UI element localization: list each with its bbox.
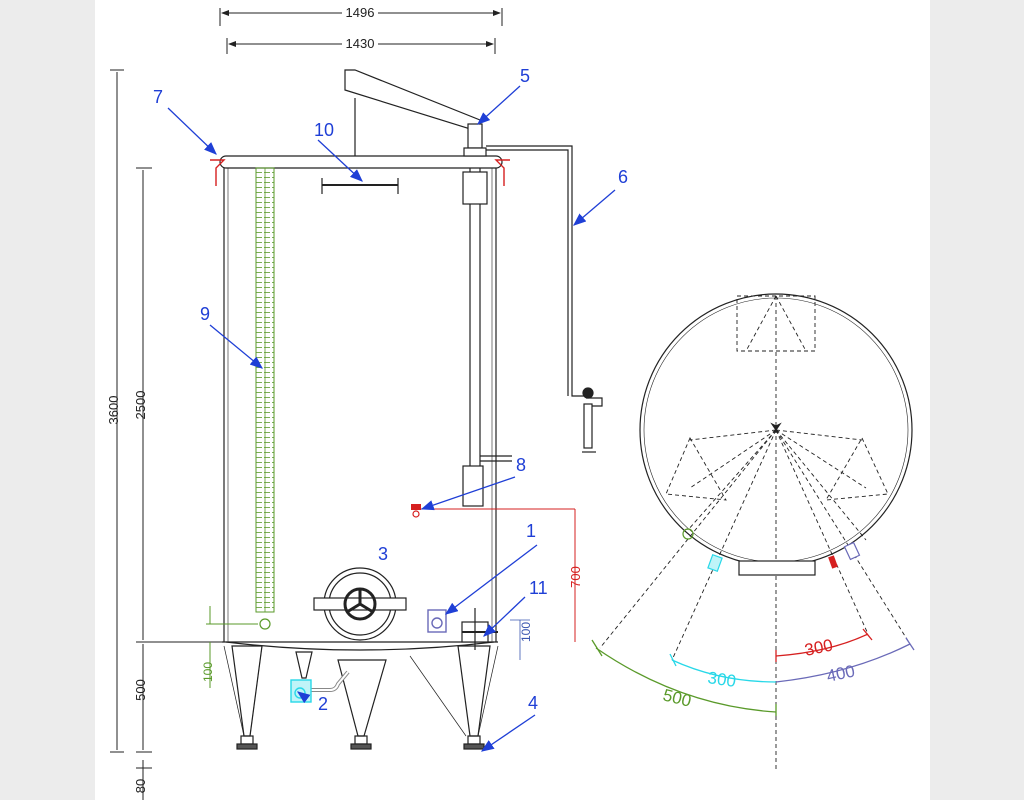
arc-label-300-red: 300 (803, 635, 835, 659)
left-dimensions (110, 69, 224, 800)
callout-10: 10 (314, 120, 334, 140)
bottom-outlet-valve-icon (290, 679, 312, 703)
plan-violet-valve-icon (843, 541, 861, 561)
dim-total-height: 3600 (106, 396, 121, 425)
callout-arrows (167, 85, 616, 752)
callout-5: 5 (520, 66, 530, 86)
callout-numbers: 1 2 3 4 5 6 7 8 9 10 11 (153, 66, 628, 714)
dim-sample-valve-height: 700 (568, 566, 583, 588)
callout-2: 2 (318, 694, 328, 714)
arc-label-400: 400 (825, 661, 857, 685)
dim-outer-width: 1496 (346, 5, 375, 20)
plan-arcs (591, 628, 915, 716)
callout-8: 8 (516, 455, 526, 475)
dim-foot-height: 80 (133, 779, 148, 793)
dim-shell-height: 2500 (133, 391, 148, 420)
callout-11: 11 (529, 578, 548, 598)
callout-4: 4 (528, 693, 538, 713)
level-gauge (206, 167, 275, 688)
callout-7: 7 (153, 87, 163, 107)
drain-valve-icon (427, 609, 447, 633)
dim-leg-height: 500 (133, 679, 148, 701)
dim-inner-width: 1430 (346, 36, 375, 51)
sample-valve-icon (411, 504, 421, 518)
tank-elevation (219, 69, 603, 750)
dim-outlet-height: 100 (519, 622, 533, 642)
callout-9: 9 (200, 304, 210, 324)
plan-red-valve-icon (828, 555, 838, 569)
plan-view (599, 293, 913, 770)
arc-label-500: 500 (661, 685, 693, 710)
callout-6: 6 (618, 167, 628, 187)
plan-cyan-valve-icon (707, 553, 723, 573)
callout-1: 1 (526, 521, 536, 541)
dim-bottom-valve-height: 100 (201, 662, 215, 682)
callout-3: 3 (378, 544, 388, 564)
plan-green-valve-icon (682, 528, 694, 540)
vent-brackets (210, 159, 510, 186)
arc-label-300-cyan: 300 (706, 668, 737, 691)
plan-arc-labels: 500 300 400 300 (661, 635, 857, 710)
